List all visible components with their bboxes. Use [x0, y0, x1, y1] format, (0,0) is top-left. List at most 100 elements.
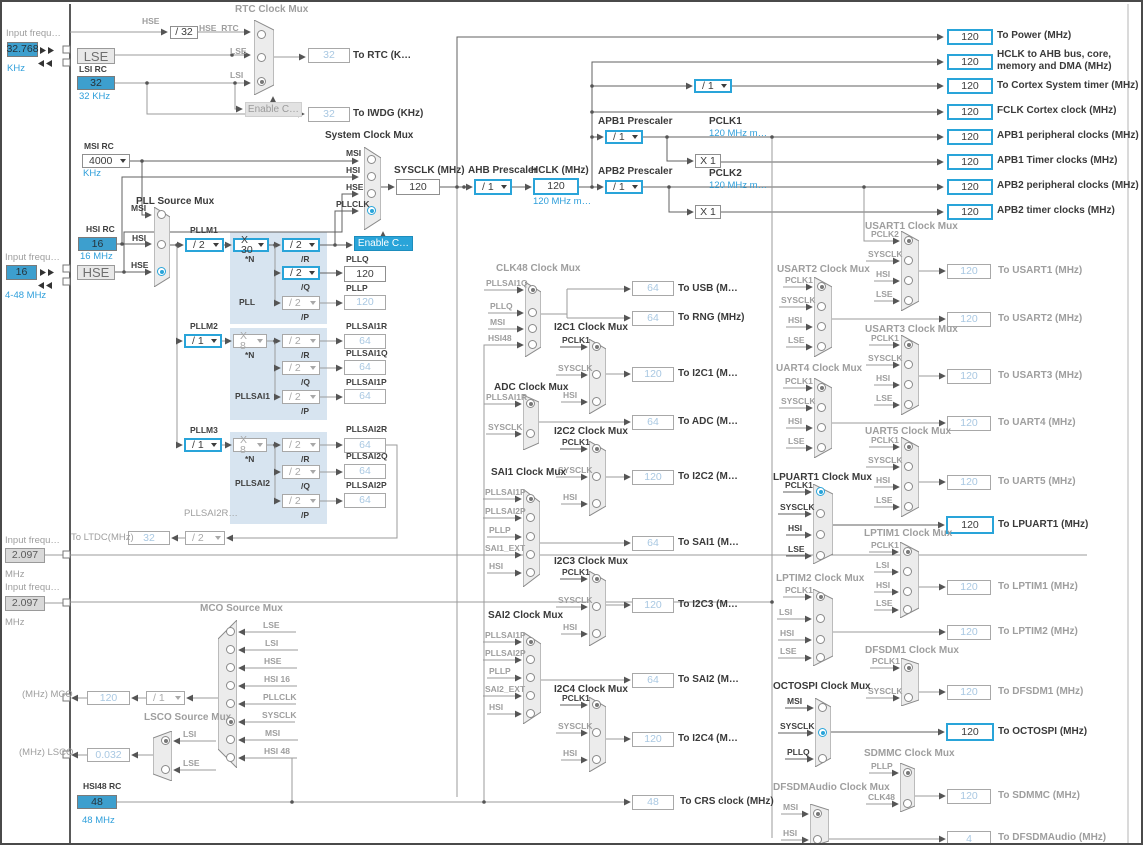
lpuart1-clock-mux-option-lse[interactable] — [816, 551, 825, 560]
clk48-clock-mux-option-msi[interactable] — [528, 324, 537, 333]
lpuart1-clock-mux-option-sysclk[interactable] — [816, 509, 825, 518]
sdmmc-clock-mux-option-clk48[interactable] — [903, 799, 912, 808]
lptim2-clock-mux-option-pclk1[interactable] — [816, 592, 825, 601]
usart2-clock-mux-option-hsi[interactable] — [817, 322, 826, 331]
uart4-clock-mux-option-lse[interactable] — [817, 443, 826, 452]
i2c2-clock-mux-option-pclk1[interactable] — [592, 444, 601, 453]
lptim2-clock-mux-option-hsi[interactable] — [816, 635, 825, 644]
adc-clock-mux-option-sysclk[interactable] — [526, 429, 535, 438]
pll-source-mux-option-msi[interactable] — [157, 210, 166, 219]
octospi-clock-mux-option-msi[interactable] — [818, 703, 827, 712]
sai1-clock-mux-option-hsi[interactable] — [526, 568, 535, 577]
lptim1-clock-mux-option-hsi[interactable] — [903, 587, 912, 596]
i2c2-clock-mux-option-sysclk[interactable] — [592, 472, 601, 481]
dfsdmaudio-clock-mux-option-hsi[interactable] — [813, 835, 822, 843]
pll-n-multiplier[interactable]: X 30 — [233, 234, 269, 255]
i2c3-clock-mux-option-pclk1[interactable] — [592, 574, 601, 583]
to-power-value[interactable]: 120 — [947, 29, 993, 45]
i2c4-clock-mux-option-sysclk[interactable] — [592, 728, 601, 737]
to-lpuart1-value[interactable]: 120 — [946, 516, 994, 534]
pllm1-divider[interactable]: / 2 — [185, 238, 224, 252]
system-clock-mux-option-hse[interactable] — [367, 189, 376, 198]
lptim1-clock-mux-option-lsi[interactable] — [903, 567, 912, 576]
fclk-value[interactable]: 120 — [947, 104, 993, 120]
apb2-prescaler[interactable]: / 1 — [605, 180, 643, 194]
cortex-timer-value[interactable]: 120 — [947, 78, 993, 94]
usart2-clock-mux-option-sysclk[interactable] — [817, 302, 826, 311]
mco-source-mux-option-hsi-16[interactable] — [226, 681, 235, 690]
apb1-timer-mult[interactable]: X 1 — [695, 154, 721, 168]
rtc-clock-mux-option-hse-rtc[interactable] — [257, 30, 266, 39]
mco-source-mux-option-hse[interactable] — [226, 663, 235, 672]
i2c4-clock-mux-option-hsi[interactable] — [592, 755, 601, 764]
pllm2-divider[interactable]: / 1 — [184, 334, 222, 348]
rtc-clock-mux-option-lse[interactable] — [257, 53, 266, 62]
pllm3-divider[interactable]: / 1 — [184, 438, 222, 452]
uart4-clock-mux-option-sysclk[interactable] — [817, 403, 826, 412]
lptim2-clock-mux-option-lsi[interactable] — [816, 614, 825, 623]
uart5-clock-mux-option-hsi[interactable] — [904, 482, 913, 491]
clk48-clock-mux-option-hsi48[interactable] — [528, 340, 537, 349]
to-octospi-value[interactable]: 120 — [946, 723, 994, 741]
apb2-periph-value[interactable]: 120 — [947, 179, 993, 195]
pllq-value[interactable]: 120 — [344, 266, 386, 282]
adc-clock-mux-option-pllsai1r[interactable] — [526, 399, 535, 408]
lsco-source-mux-option-lsi[interactable] — [161, 736, 170, 745]
dfsdmaudio-clock-mux-option-msi[interactable] — [813, 809, 822, 818]
usart2-clock-mux-option-lse[interactable] — [817, 342, 826, 351]
octospi-clock-mux-option-sysclk[interactable] — [818, 728, 827, 737]
lptim1-clock-mux-option-lse[interactable] — [903, 605, 912, 614]
hclk-ahb-value[interactable]: 120 — [947, 54, 993, 70]
mco-source-mux-option-msi[interactable] — [226, 735, 235, 744]
mco-source-mux-option-sysclk[interactable] — [226, 717, 235, 726]
mco-source-mux-option-hsi-48[interactable] — [226, 753, 235, 762]
apb1-periph-value[interactable]: 120 — [947, 129, 993, 145]
msi-rc-select[interactable]: 4000 — [82, 154, 130, 168]
i2c1-clock-mux-option-pclk1[interactable] — [592, 342, 601, 351]
usart2-clock-mux-option-pclk1[interactable] — [817, 282, 826, 291]
lpuart1-clock-mux-option-pclk1[interactable] — [816, 487, 825, 496]
apb2-timer-value[interactable]: 120 — [947, 204, 993, 220]
usart1-clock-mux-option-sysclk[interactable] — [904, 256, 913, 265]
clk48-clock-mux-option-pllq[interactable] — [528, 308, 537, 317]
hse-div32[interactable]: / 32 — [170, 26, 198, 39]
sai1-clock-mux-option-pllsai2p[interactable] — [526, 513, 535, 522]
rtc-clock-mux-option-lsi[interactable] — [257, 77, 266, 86]
i2c4-clock-mux-option-pclk1[interactable] — [592, 700, 601, 709]
sai1-clock-mux-option-pllp[interactable] — [526, 532, 535, 541]
dfsdm1-clock-mux-option-sysclk[interactable] — [904, 693, 913, 702]
system-clock-mux-option-msi[interactable] — [367, 155, 376, 164]
cortex-prescaler[interactable]: / 1 — [694, 79, 732, 93]
i2c3-clock-mux-option-hsi[interactable] — [592, 629, 601, 638]
hclk-value[interactable]: 120 — [533, 178, 579, 195]
uart5-clock-mux-option-lse[interactable] — [904, 502, 913, 511]
hsi-rc[interactable]: 16 — [78, 237, 117, 251]
pll-source-mux-option-hsi[interactable] — [157, 240, 166, 249]
enable-css-system[interactable]: Enable C… — [354, 236, 413, 251]
i2c1-clock-mux-option-sysclk[interactable] — [592, 370, 601, 379]
ahb-prescaler[interactable]: / 1 — [474, 179, 512, 195]
enable-css-rtc[interactable]: Enable C… — [245, 102, 302, 117]
i2c3-clock-mux-option-sysclk[interactable] — [592, 602, 601, 611]
sai2-clock-mux-option-pllp[interactable] — [526, 673, 535, 682]
apb1-prescaler[interactable]: / 1 — [605, 130, 643, 144]
usart1-clock-mux-option-lse[interactable] — [904, 296, 913, 305]
usart3-clock-mux-option-hsi[interactable] — [904, 380, 913, 389]
lptim1-clock-mux-option-pclk1[interactable] — [903, 547, 912, 556]
pll-r-divider[interactable]: / 2 — [282, 238, 320, 252]
system-clock-mux-option-hsi[interactable] — [367, 172, 376, 181]
pll-source-mux-option-hse[interactable] — [157, 267, 166, 276]
usart3-clock-mux-option-pclk1[interactable] — [904, 340, 913, 349]
lptim2-clock-mux-option-lse[interactable] — [816, 653, 825, 662]
sai2-clock-mux-option-sai2-ext[interactable] — [526, 691, 535, 700]
lsi-rc[interactable]: 32 — [77, 76, 115, 90]
apb1-timer-value[interactable]: 120 — [947, 154, 993, 170]
input-freq-lse[interactable]: 32.768 — [6, 42, 39, 57]
i2c2-clock-mux-option-hsi[interactable] — [592, 499, 601, 508]
hsi48-rc[interactable]: 48 — [77, 795, 117, 809]
input-freq-hse[interactable]: 16 — [6, 265, 37, 280]
sdmmc-clock-mux-option-pllp[interactable] — [903, 768, 912, 777]
uart5-clock-mux-option-sysclk[interactable] — [904, 462, 913, 471]
lpuart1-clock-mux-option-hsi[interactable] — [816, 530, 825, 539]
mco-source-mux-option-lse[interactable] — [226, 627, 235, 636]
